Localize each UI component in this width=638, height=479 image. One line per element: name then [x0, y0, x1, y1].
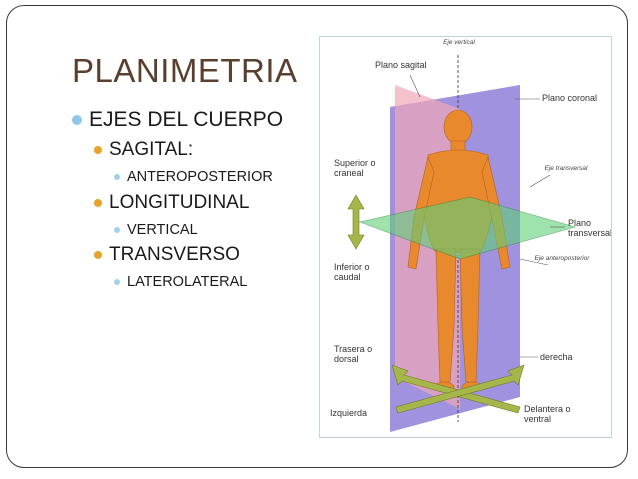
bullet-text: VERTICAL — [127, 222, 198, 238]
bullet-dot-icon — [94, 198, 102, 207]
label-eje-anteroposterior: Eje anteroposterior — [534, 255, 590, 262]
bullet-dot-icon — [94, 145, 102, 154]
bullet-text: ANTEROPOSTERIOR — [127, 169, 273, 185]
bullet-transverso: TRANSVERSO — [94, 244, 240, 266]
leader-lines — [409, 74, 565, 358]
bullet-dot-icon — [114, 227, 120, 234]
label-eje-transversal: Eje transversal — [544, 165, 588, 172]
label-inferior: Inferior o caudal — [334, 262, 370, 282]
bullet-text: LATEROLATERAL — [127, 274, 248, 290]
bullet-dot-icon — [94, 250, 102, 259]
bullet-text: SAGITAL: — [109, 139, 194, 160]
bullet-dot-icon — [114, 279, 120, 286]
label-delantera: Delantera o ventral — [524, 404, 571, 424]
slide-title: PLANIMETRIA — [72, 52, 298, 89]
bullet-dot-icon — [114, 174, 120, 181]
label-plano-coronal: Plano coronal — [542, 93, 598, 103]
label-plano-sagital: Plano sagital — [375, 60, 427, 70]
label-trasera: Trasera o dorsal — [334, 344, 373, 364]
bullet-longitudinal: LONGITUDINAL — [94, 192, 249, 214]
bullet-text: EJES DEL CUERPO — [89, 108, 284, 131]
up-down-arrow-icon — [347, 194, 365, 250]
anatomical-planes-figure: Eje vertical Plano sagital Plano coronal… — [319, 36, 612, 438]
label-izquierda: Izquierda — [330, 408, 368, 418]
transverse-plane — [358, 196, 577, 260]
direction-arrows-icon — [391, 364, 525, 414]
bullet-text: TRANSVERSO — [109, 244, 240, 265]
label-derecha: derecha — [540, 352, 573, 362]
label-eje-vertical: Eje vertical — [443, 39, 475, 46]
bullet-laterolateral: LATEROLATERAL — [114, 274, 247, 290]
label-plano-transversal: Plano transversal — [568, 218, 612, 238]
bullet-text: LONGITUDINAL — [109, 192, 250, 213]
bullet-dot-icon — [72, 115, 82, 126]
anatomical-planes-illustration — [347, 55, 577, 432]
bullet-vertical: VERTICAL — [114, 222, 198, 238]
bullet-anteroposterior: ANTEROPOSTERIOR — [114, 169, 273, 185]
bullet-sagital: SAGITAL: — [94, 139, 193, 161]
label-superior: Superior o craneal — [334, 158, 376, 178]
bullet-ejes: EJES DEL CUERPO — [72, 108, 283, 132]
